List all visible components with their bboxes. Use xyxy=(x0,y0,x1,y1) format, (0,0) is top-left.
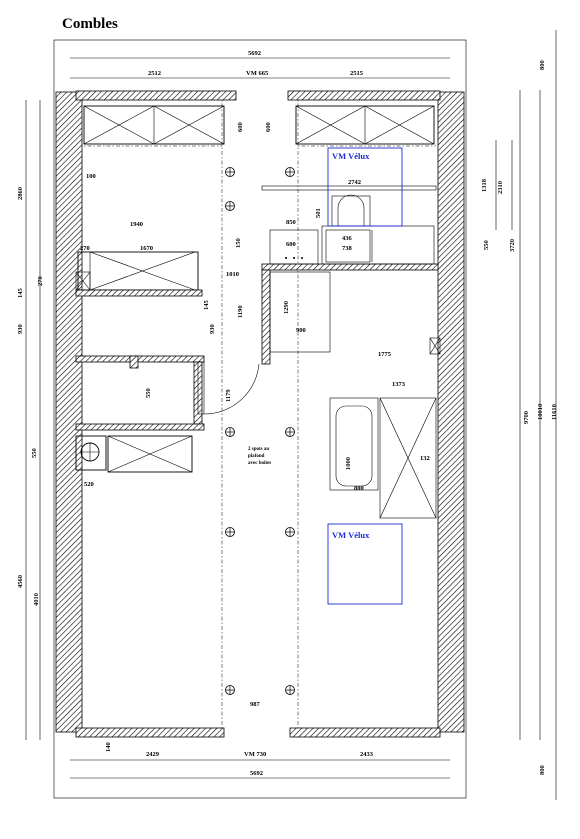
svg-text:600: 600 xyxy=(286,241,296,248)
exterior-walls xyxy=(55,90,465,738)
svg-text:1000: 1000 xyxy=(345,457,352,470)
svg-text:2 spots au: 2 spots au xyxy=(248,447,269,452)
svg-text:1373: 1373 xyxy=(392,381,406,388)
svg-text:100: 100 xyxy=(86,173,96,180)
svg-text:2433: 2433 xyxy=(360,751,374,758)
svg-text:3720: 3720 xyxy=(509,239,516,252)
velux-label-bottom: VM Vélux xyxy=(332,530,370,540)
spots-note: 2 spots au plafond avec boîtes xyxy=(248,447,271,466)
svg-text:5692: 5692 xyxy=(248,50,261,57)
svg-text:2429: 2429 xyxy=(146,751,160,758)
svg-text:2860: 2860 xyxy=(17,187,24,200)
dimension-labels: 5692 2512 VM 665 2515 800 2429 VM 730 24… xyxy=(17,50,558,777)
svg-text:VM 730: VM 730 xyxy=(244,751,266,758)
svg-text:2742: 2742 xyxy=(348,179,361,186)
velux-label-top: VM Vélux xyxy=(332,151,370,161)
svg-text:900: 900 xyxy=(296,327,306,334)
svg-text:9700: 9700 xyxy=(523,411,530,424)
velux-window-top xyxy=(327,147,403,227)
top-storage xyxy=(83,105,435,145)
svg-text:800: 800 xyxy=(539,60,546,70)
svg-text:501: 501 xyxy=(315,208,322,218)
svg-text:1290: 1290 xyxy=(283,301,290,314)
svg-text:2310: 2310 xyxy=(497,181,504,194)
svg-text:avec boîtes: avec boîtes xyxy=(248,461,271,466)
svg-text:987: 987 xyxy=(250,701,261,708)
svg-text:145: 145 xyxy=(17,288,24,299)
dimension-lines xyxy=(25,30,557,800)
svg-text:140: 140 xyxy=(105,742,112,752)
svg-text:5692: 5692 xyxy=(250,770,263,777)
svg-text:1775: 1775 xyxy=(378,351,392,358)
svg-text:1190: 1190 xyxy=(237,305,244,318)
svg-text:11610: 11610 xyxy=(551,404,558,420)
velux-window-bottom xyxy=(327,523,403,605)
svg-text:VM 665: VM 665 xyxy=(246,70,269,77)
svg-text:550: 550 xyxy=(145,388,152,398)
svg-text:2515: 2515 xyxy=(350,70,364,77)
left-rooms xyxy=(75,251,260,473)
svg-text:270: 270 xyxy=(37,276,44,286)
bathroom xyxy=(261,185,441,519)
svg-text:1318: 1318 xyxy=(481,178,488,192)
svg-text:2512: 2512 xyxy=(148,70,161,77)
svg-text:738: 738 xyxy=(342,245,353,252)
svg-text:145: 145 xyxy=(203,300,210,311)
svg-text:270: 270 xyxy=(80,245,90,252)
svg-text:plafond: plafond xyxy=(248,454,265,459)
svg-text:1670: 1670 xyxy=(140,245,153,252)
roof-outline xyxy=(53,39,467,799)
svg-text:800: 800 xyxy=(354,485,364,492)
plan-title: Combles xyxy=(62,16,118,32)
svg-text:550: 550 xyxy=(31,448,38,458)
svg-text:436: 436 xyxy=(342,235,353,242)
svg-text:1179: 1179 xyxy=(225,389,232,402)
svg-text:4010: 4010 xyxy=(33,593,40,606)
svg-text:132: 132 xyxy=(420,455,430,462)
svg-text:600: 600 xyxy=(265,122,272,132)
svg-text:1940: 1940 xyxy=(130,221,143,228)
svg-text:150: 150 xyxy=(235,238,242,248)
svg-text:550: 550 xyxy=(483,240,490,250)
svg-text:930: 930 xyxy=(209,324,216,334)
svg-text:930: 930 xyxy=(17,324,24,334)
svg-text:10010: 10010 xyxy=(537,404,544,420)
svg-text:1010: 1010 xyxy=(226,271,239,278)
svg-text:520: 520 xyxy=(84,481,94,488)
svg-text:4560: 4560 xyxy=(17,575,24,588)
svg-text:600: 600 xyxy=(237,122,244,132)
svg-text:850: 850 xyxy=(286,219,296,226)
svg-text:800: 800 xyxy=(539,765,546,775)
